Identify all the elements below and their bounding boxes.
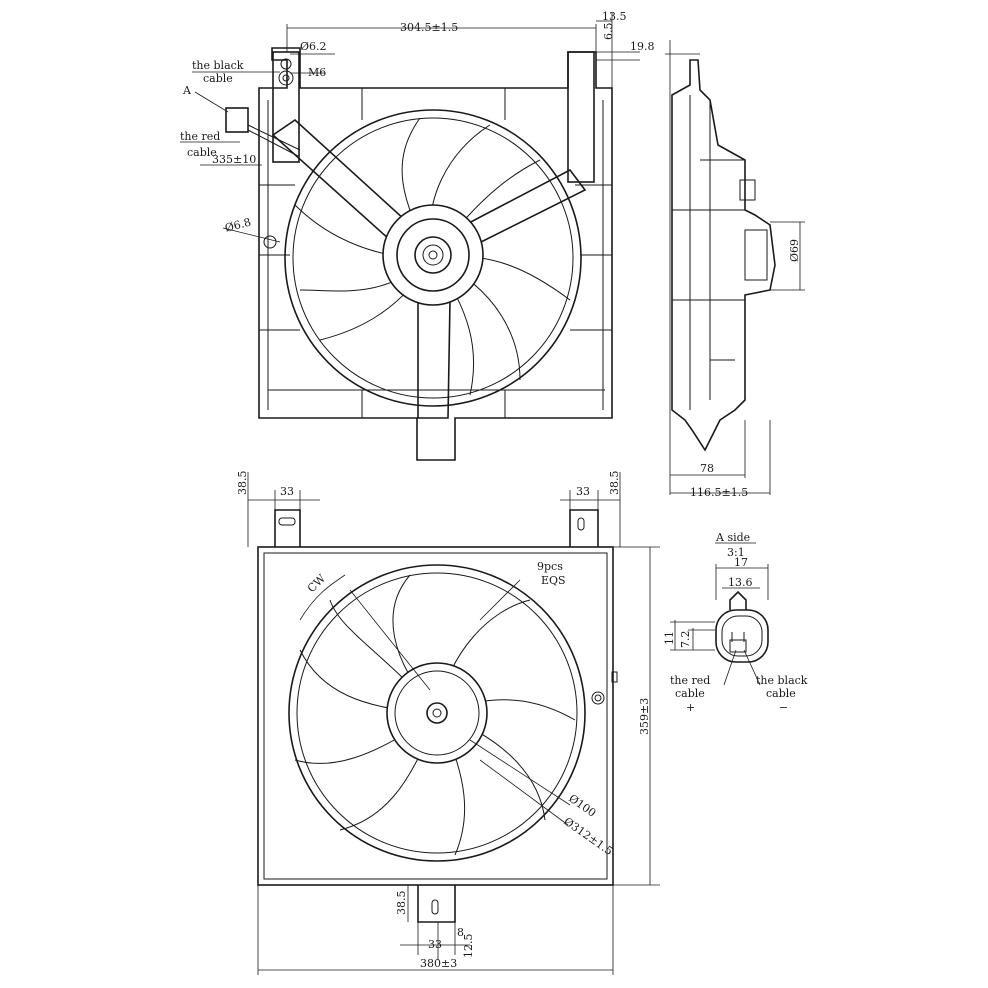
connector-title: A side <box>715 531 750 544</box>
front-dim-38-5-bottom: 38.5 <box>395 891 408 916</box>
connector-label-red-1: the red <box>670 674 710 687</box>
side-dim-depth: 116.5±1.5 <box>690 486 748 499</box>
connector-label-black-1: the black <box>756 674 808 687</box>
connector-detail <box>670 542 769 686</box>
label-red-cable-2: cable <box>187 146 217 159</box>
front-label-blades-2: EQS <box>541 574 566 587</box>
front-label-cw: CW <box>305 571 329 595</box>
connector-label-black-2: cable <box>766 687 796 700</box>
front-view <box>247 472 660 975</box>
side-view <box>665 40 805 495</box>
front-dim-height: 359±3 <box>638 698 651 735</box>
connector-label-red-2: cable <box>675 687 705 700</box>
front-dim-12-5: 12.5 <box>462 934 475 959</box>
front-dim-total-width: 380±3 <box>420 957 457 970</box>
connector-scale: 3:1 <box>727 546 745 559</box>
connector-dim-17: 17 <box>734 556 748 569</box>
top-dim-m6: M6 <box>308 66 326 79</box>
top-dim-6-5: 6.5 <box>602 23 615 41</box>
label-red-cable-1: the red <box>180 130 220 143</box>
connector-dim-7-2: 7.2 <box>679 631 692 649</box>
top-dim-13-5: 13.5 <box>602 10 627 23</box>
label-black-cable-1: the black <box>192 59 244 72</box>
front-dim-38-5-left: 38.5 <box>236 471 249 496</box>
front-dim-33-bottom: 33 <box>428 938 442 951</box>
connector-sign-minus: − <box>779 701 788 714</box>
top-view <box>180 12 640 461</box>
connector-sign-plus: + <box>686 701 695 714</box>
side-dim-19-8: 19.8 <box>630 40 655 53</box>
label-a: A <box>182 84 192 97</box>
side-dim-motor: Ø69 <box>788 239 801 262</box>
label-black-cable-2: cable <box>203 72 233 85</box>
top-dim-cable: 335±10 <box>212 153 256 166</box>
front-label-blades-1: 9pcs <box>537 560 563 573</box>
top-dim-hole: Ø6.2 <box>300 40 327 53</box>
front-dim-38-5-right: 38.5 <box>608 471 621 496</box>
connector-dim-13-6: 13.6 <box>728 576 753 589</box>
connector-dim-11: 11 <box>663 631 676 645</box>
front-dim-33-left: 33 <box>280 485 294 498</box>
front-dim-8: 8 <box>457 926 464 939</box>
side-dim-78: 78 <box>700 462 714 475</box>
top-dim-width: 304.5±1.5 <box>400 21 458 34</box>
front-dim-33-right: 33 <box>576 485 590 498</box>
